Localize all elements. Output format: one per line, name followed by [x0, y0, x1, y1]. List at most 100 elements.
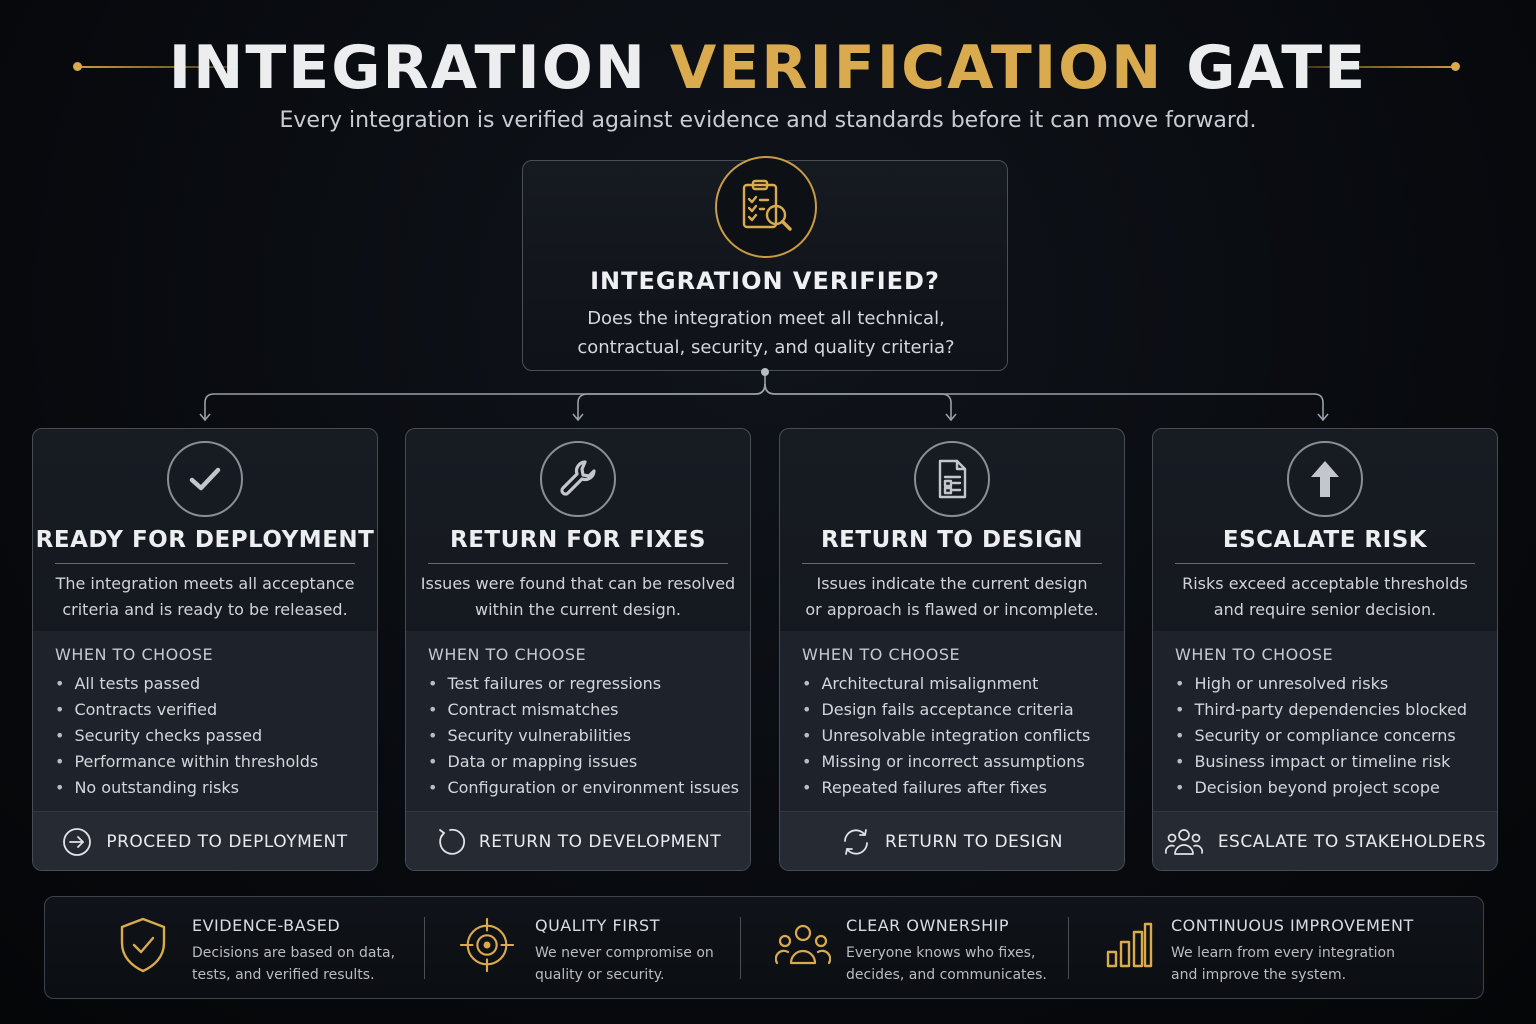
- decision-title: INTEGRATION VERIFIED?: [590, 267, 940, 295]
- principle-desc: We learn from every integration and impr…: [1171, 942, 1395, 986]
- action-label: RETURN TO DEVELOPMENT: [478, 832, 722, 852]
- proceed-to-deployment-button[interactable]: PROCEED TO DEPLOYMENT: [33, 811, 377, 870]
- card-divider: [428, 563, 728, 564]
- principle-clear-ownership: CLEAR OWNERSHIP Everyone knows who fixes…: [775, 897, 1075, 1000]
- criteria-item: Contracts verified: [55, 697, 318, 723]
- title-decor-dot-right: [1451, 62, 1460, 71]
- principle-separator: [740, 917, 741, 979]
- criteria-list: All tests passed Contracts verified Secu…: [55, 671, 318, 801]
- when-to-choose-section: WHEN TO CHOOSE All tests passed Contract…: [33, 631, 377, 811]
- when-to-choose-section: WHEN TO CHOOSE Test failures or regressi…: [406, 631, 750, 811]
- principle-continuous-improvement: CONTINUOUS IMPROVEMENT We learn from eve…: [1101, 897, 1461, 1000]
- page-subtitle: Every integration is verified against ev…: [279, 108, 1257, 133]
- card-title: READY FOR DEPLOYMENT: [35, 527, 375, 553]
- decision-node: INTEGRATION VERIFIED? Does the integrati…: [522, 156, 1008, 371]
- principle-desc: Everyone knows who fixes, decides, and c…: [846, 942, 1047, 986]
- return-to-development-button[interactable]: RETURN TO DEVELOPMENT: [406, 811, 750, 870]
- card-desc-line1: The integration meets all acceptance: [55, 574, 355, 593]
- title-decor-dot-left: [73, 62, 82, 71]
- principle-desc-line1: We never compromise on: [535, 945, 714, 961]
- refresh-icon: [435, 827, 465, 857]
- bar-chart-icon: [1101, 915, 1157, 975]
- principle-desc: Decisions are based on data, tests, and …: [192, 942, 395, 986]
- action-label: RETURN TO DESIGN: [884, 832, 1063, 852]
- when-to-choose-section: WHEN TO CHOOSE High or unresolved risks …: [1153, 631, 1497, 811]
- criteria-item: Data or mapping issues: [428, 749, 739, 775]
- card-desc-line1: Issues were found that can be resolved: [420, 574, 736, 593]
- principle-desc-line2: quality or security.: [535, 967, 665, 983]
- decision-desc-line2: contractual, security, and quality crite…: [577, 337, 955, 358]
- arrow-right-circle-icon: [62, 827, 92, 857]
- card-description: The integration meets all acceptance cri…: [43, 571, 367, 623]
- criteria-list: High or unresolved risks Third-party dep…: [1175, 671, 1467, 801]
- target-icon: [459, 915, 515, 975]
- principle-separator: [424, 917, 425, 979]
- principle-separator: [1068, 917, 1069, 979]
- document-icon: [914, 441, 990, 517]
- criteria-item: Design fails acceptance criteria: [802, 697, 1090, 723]
- when-to-choose-label: WHEN TO CHOOSE: [428, 645, 587, 664]
- card-title: RETURN TO DESIGN: [820, 527, 1084, 553]
- criteria-item: Test failures or regressions: [428, 671, 739, 697]
- principle-desc-line1: Decisions are based on data,: [192, 945, 396, 961]
- principle-evidence-based: EVIDENCE-BASED Decisions are based on da…: [115, 897, 415, 1000]
- principles-bar: EVIDENCE-BASED Decisions are based on da…: [44, 896, 1484, 999]
- card-desc-line2: within the current design.: [475, 600, 681, 619]
- card-desc-line2: criteria and is ready to be released.: [62, 600, 348, 619]
- principle-desc-line1: We learn from every integration: [1171, 945, 1395, 961]
- principle-desc-line1: Everyone knows who fixes,: [846, 945, 1036, 961]
- title-accent: VERIFICATION: [669, 33, 1164, 103]
- criteria-item: Configuration or environment issues: [428, 775, 738, 801]
- principle-title: EVIDENCE-BASED: [192, 916, 341, 935]
- criteria-item: Third-party dependencies blocked: [1175, 697, 1467, 723]
- criteria-item: Performance within thresholds: [55, 749, 318, 775]
- criteria-item: Business impact or timeline risk: [1175, 749, 1467, 775]
- principle-desc-line2: decides, and communicates.: [846, 967, 1047, 983]
- principle-desc: We never compromise on quality or securi…: [535, 942, 714, 986]
- when-to-choose-label: WHEN TO CHOOSE: [802, 645, 961, 664]
- criteria-list: Test failures or regressions Contract mi…: [428, 671, 739, 801]
- page-title: INTEGRATION VERIFICATION GATE: [169, 33, 1367, 103]
- card-desc-line2: and require senior decision.: [1213, 600, 1437, 619]
- criteria-item: Security vulnerabilities: [428, 723, 739, 749]
- return-to-design-button[interactable]: RETURN TO DESIGN: [780, 811, 1124, 870]
- card-desc-line1: Issues indicate the current design: [816, 574, 1088, 593]
- card-divider: [1175, 563, 1475, 564]
- criteria-item: Architectural misalignment: [802, 671, 1090, 697]
- criteria-list: Architectural misalignment Design fails …: [802, 671, 1090, 801]
- principle-title: QUALITY FIRST: [535, 916, 660, 935]
- people-group-icon: [1164, 827, 1204, 857]
- principle-title: CONTINUOUS IMPROVEMENT: [1171, 916, 1414, 935]
- when-to-choose-label: WHEN TO CHOOSE: [1175, 645, 1334, 664]
- people-icon: [775, 915, 831, 975]
- escalate-to-stakeholders-button[interactable]: ESCALATE TO STAKEHOLDERS: [1153, 811, 1497, 870]
- card-divider: [802, 563, 1102, 564]
- shield-check-icon: [115, 915, 171, 975]
- criteria-item: High or unresolved risks: [1175, 671, 1467, 697]
- action-label: PROCEED TO DEPLOYMENT: [106, 832, 348, 852]
- card-divider: [55, 563, 355, 564]
- criteria-item: Repeated failures after fixes: [802, 775, 1090, 801]
- title-decor-line-left: [78, 66, 238, 68]
- cycle-arrows-icon: [841, 827, 871, 857]
- card-description: Risks exceed acceptable thresholds and r…: [1163, 571, 1487, 623]
- criteria-item: Decision beyond project scope: [1175, 775, 1467, 801]
- card-desc-line2: or approach is flawed or incomplete.: [805, 600, 1099, 619]
- criteria-item: Contract mismatches: [428, 697, 739, 723]
- option-card-fixes: RETURN FOR FIXES Issues were found that …: [405, 428, 751, 871]
- criteria-item: Security or compliance concerns: [1175, 723, 1467, 749]
- principle-desc-line2: and improve the system.: [1171, 967, 1347, 983]
- arrow-up-icon: [1287, 441, 1363, 517]
- card-title: ESCALATE RISK: [1222, 527, 1428, 553]
- criteria-item: No outstanding risks: [55, 775, 318, 801]
- clipboard-search-icon: [715, 156, 817, 258]
- title-part2: GATE: [1163, 33, 1368, 103]
- action-label: ESCALATE TO STAKEHOLDERS: [1217, 832, 1487, 852]
- principle-quality-first: QUALITY FIRST We never compromise on qua…: [459, 897, 749, 1000]
- card-desc-line1: Risks exceed acceptable thresholds: [1182, 574, 1468, 593]
- checkmark-icon: [167, 441, 243, 517]
- criteria-item: All tests passed: [55, 671, 318, 697]
- card-description: Issues were found that can be resolved w…: [416, 571, 740, 623]
- decision-desc-line1: Does the integration meet all technical,: [587, 308, 945, 329]
